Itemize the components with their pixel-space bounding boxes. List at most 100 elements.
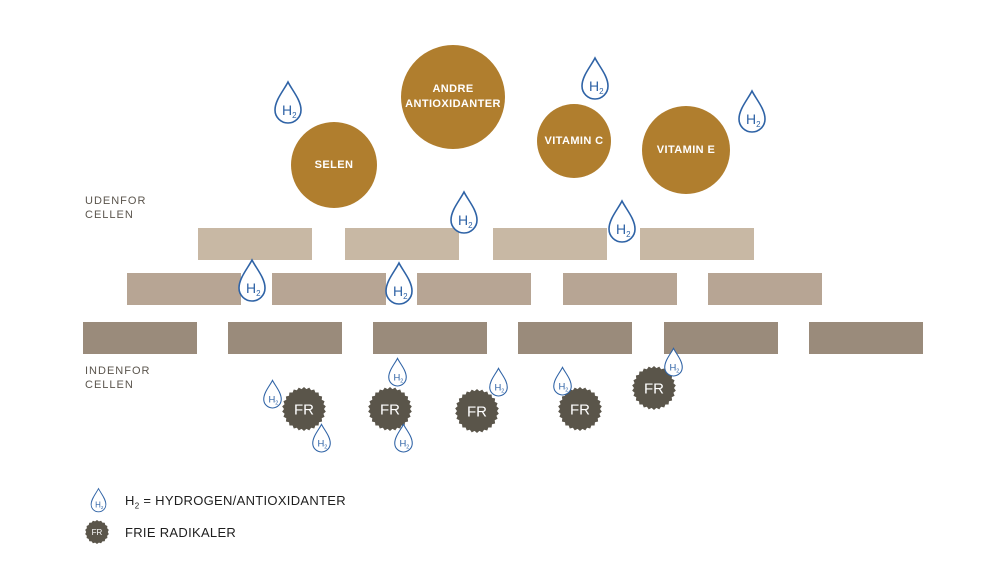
drop-outline bbox=[90, 487, 107, 513]
drop-outline bbox=[312, 423, 331, 453]
legend-h2-description: = HYDROGEN/ANTIOXIDANTER bbox=[139, 493, 346, 508]
legend-hydrogen-text: H2 = HYDROGEN/ANTIOXIDANTER bbox=[125, 493, 346, 511]
selen-label: SELEN bbox=[314, 158, 354, 171]
radical-shape bbox=[455, 389, 499, 433]
radical-shape bbox=[558, 387, 602, 431]
radical-shape bbox=[282, 387, 326, 431]
free-radical-icon: FR bbox=[455, 389, 499, 433]
wall-brick bbox=[708, 273, 822, 305]
drop-h2-text: H2 bbox=[589, 78, 604, 96]
inside-cell-label: INDENFOR CELLEN bbox=[85, 364, 150, 392]
wall-brick bbox=[198, 228, 312, 260]
hydrogen-drop-icon: H2 bbox=[608, 199, 636, 243]
drop-h2-text: H2 bbox=[282, 102, 297, 120]
drop-outline bbox=[738, 89, 766, 133]
wall-brick bbox=[373, 322, 487, 354]
free-radical-icon: FR bbox=[632, 366, 676, 410]
andre-label-line2: ANTIOXIDANTER bbox=[405, 98, 501, 110]
hydrogen-drop-icon: H2 bbox=[312, 423, 331, 453]
wall-brick bbox=[640, 228, 754, 260]
antioxidant-vitamin-e: VITAMIN E bbox=[642, 106, 730, 194]
hydrogen-drop-icon: H2 bbox=[263, 379, 282, 409]
drop-outline bbox=[274, 80, 302, 124]
drop-outline bbox=[664, 347, 683, 377]
wall-brick bbox=[83, 322, 197, 354]
free-radical-icon: FR bbox=[368, 387, 412, 431]
hydrogen-drop-icon: H2 bbox=[274, 80, 302, 124]
hydrogen-drop-icon: H2 bbox=[385, 261, 413, 305]
radical-label: FR bbox=[570, 402, 590, 419]
radical-label: FR bbox=[644, 381, 664, 398]
drop-h2-text: H2 bbox=[399, 438, 409, 451]
hydrogen-drop-icon: H2 bbox=[388, 357, 407, 387]
hydrogen-drop-icon: H2 bbox=[238, 258, 266, 302]
andre-label: ANDRE ANTIOXIDANTER bbox=[405, 82, 501, 112]
wall-brick bbox=[272, 273, 386, 305]
drop-outline bbox=[238, 258, 266, 302]
drop-outline bbox=[450, 190, 478, 234]
hydrogen-drop-icon: H2 bbox=[581, 56, 609, 100]
radical-shape bbox=[368, 387, 412, 431]
drop-h2-text: H2 bbox=[616, 221, 631, 239]
legend-radical-text: FRIE RADIKALER bbox=[125, 525, 236, 540]
hydrogen-drop-icon: H2 bbox=[394, 423, 413, 453]
drop-h2-text: H2 bbox=[494, 382, 504, 395]
hydrogen-drop-icon: H2 bbox=[664, 347, 683, 377]
drop-h2-text: H2 bbox=[268, 394, 278, 407]
antioxidant-andre: ANDRE ANTIOXIDANTER bbox=[401, 45, 505, 149]
wall-brick bbox=[664, 322, 778, 354]
hydrogen-drop-icon: H2 bbox=[553, 366, 572, 396]
drop-h2-text: H2 bbox=[95, 500, 104, 510]
vitamin-c-label: VITAMIN C bbox=[544, 134, 604, 147]
wall-brick bbox=[127, 273, 241, 305]
drop-h2-text: H2 bbox=[669, 362, 679, 375]
drop-outline bbox=[263, 379, 282, 409]
legend-h-subscript: 2 bbox=[134, 501, 140, 511]
drop-h2-text: H2 bbox=[393, 283, 408, 301]
vitamin-e-label: VITAMIN E bbox=[656, 143, 716, 156]
hydrogen-drop-icon: H2 bbox=[450, 190, 478, 234]
radical-label: FR bbox=[467, 404, 487, 421]
drop-h2-text: H2 bbox=[458, 212, 473, 230]
drop-outline bbox=[385, 261, 413, 305]
radical-label: FR bbox=[380, 402, 400, 419]
drop-h2-text: H2 bbox=[558, 381, 568, 394]
wall-brick bbox=[228, 322, 342, 354]
free-radical-icon: FR bbox=[558, 387, 602, 431]
drop-outline bbox=[581, 56, 609, 100]
antioxidant-selen: SELEN bbox=[291, 122, 377, 208]
drop-h2-text: H2 bbox=[246, 280, 261, 298]
wall-brick bbox=[518, 322, 632, 354]
drop-outline bbox=[388, 357, 407, 387]
radical-label: FR bbox=[92, 528, 103, 537]
outside-cell-label: UDENFOR CELLEN bbox=[85, 194, 146, 222]
hydrogen-drop-icon: H2 bbox=[738, 89, 766, 133]
drop-h2-text: H2 bbox=[317, 438, 327, 451]
wall-brick bbox=[417, 273, 531, 305]
drop-outline bbox=[608, 199, 636, 243]
wall-brick bbox=[345, 228, 459, 260]
wall-brick bbox=[809, 322, 923, 354]
inside-label-line1: INDENFOR bbox=[85, 365, 151, 377]
drop-h2-text: H2 bbox=[393, 372, 403, 385]
legend-radical-icon: FR bbox=[85, 520, 109, 544]
wall-brick bbox=[563, 273, 677, 305]
outside-label-line1: UDENFOR bbox=[85, 195, 147, 207]
legend-fr-description: FRIE RADIKALER bbox=[125, 525, 237, 540]
andre-label-line1: ANDRE bbox=[432, 83, 474, 95]
wall-brick bbox=[493, 228, 607, 260]
drop-h2-text: H2 bbox=[746, 111, 761, 129]
drop-outline bbox=[553, 366, 572, 396]
hydrogen-drop-icon: H2 bbox=[489, 367, 508, 397]
inside-label-line2: CELLEN bbox=[85, 379, 134, 391]
legend-h-symbol: H bbox=[125, 493, 135, 508]
drop-outline bbox=[489, 367, 508, 397]
legend-hydrogen-icon: H2 bbox=[90, 487, 107, 513]
radical-label: FR bbox=[294, 402, 314, 419]
drop-outline bbox=[394, 423, 413, 453]
antioxidant-vitamin-c: VITAMIN C bbox=[537, 104, 611, 178]
outside-label-line2: CELLEN bbox=[85, 209, 134, 221]
radical-shape bbox=[632, 366, 676, 410]
radical-shape bbox=[85, 520, 109, 544]
free-radical-icon: FR bbox=[282, 387, 326, 431]
